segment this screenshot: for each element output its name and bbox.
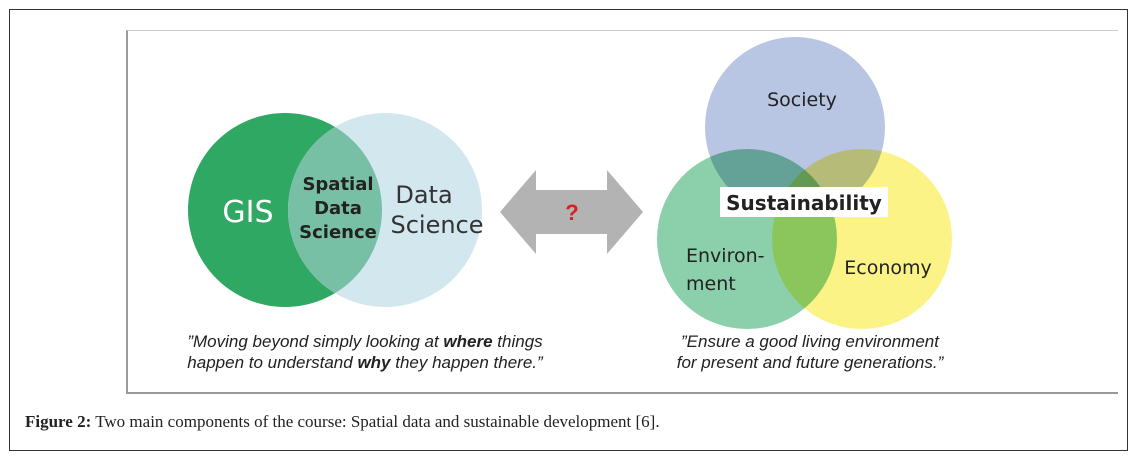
- sustainability-label: Sustainability: [726, 191, 882, 215]
- quote-emphasis: where: [443, 332, 493, 351]
- figure-frame: [9, 9, 1128, 451]
- overlap-label-1: Spatial: [302, 174, 373, 195]
- data-science-label-1: Data: [395, 181, 452, 209]
- gis-label: GIS: [222, 195, 273, 230]
- quote-text: things: [492, 332, 543, 351]
- quote-line: ”Ensure a good living environment: [681, 332, 939, 351]
- quote-text: happen to understand: [187, 353, 358, 372]
- economy-label: Economy: [844, 257, 932, 279]
- caption-text: Two main components of the course: Spati…: [91, 412, 660, 431]
- environment-label-1: Environ-: [686, 245, 765, 267]
- caption-label: Figure 2:: [25, 412, 92, 431]
- right-quote: ”Ensure a good living environment for pr…: [640, 331, 980, 373]
- quote-text: they happen there.”: [390, 353, 543, 372]
- quote-text: ”Moving beyond simply looking at: [187, 332, 444, 351]
- quote-emphasis: why: [357, 353, 391, 372]
- environment-label-2: ment: [686, 273, 736, 295]
- figure-caption: Figure 2: Two main components of the cou…: [25, 412, 660, 432]
- double-arrow-icon: [500, 170, 643, 254]
- question-mark: ?: [565, 200, 578, 225]
- economy-circle: [772, 149, 952, 329]
- quote-line: for present and future generations.”: [676, 353, 944, 372]
- society-label: Society: [767, 89, 837, 111]
- spatial-data-science-overlap: [288, 113, 382, 307]
- sustainability-label-bg: [720, 187, 888, 217]
- overlap-label-3: Science: [299, 222, 377, 243]
- overlap-label-2: Data: [314, 198, 362, 219]
- data-science-label-2: Science: [390, 211, 483, 239]
- left-quote: ”Moving beyond simply looking at where t…: [150, 331, 580, 373]
- figure-box: [126, 30, 1118, 394]
